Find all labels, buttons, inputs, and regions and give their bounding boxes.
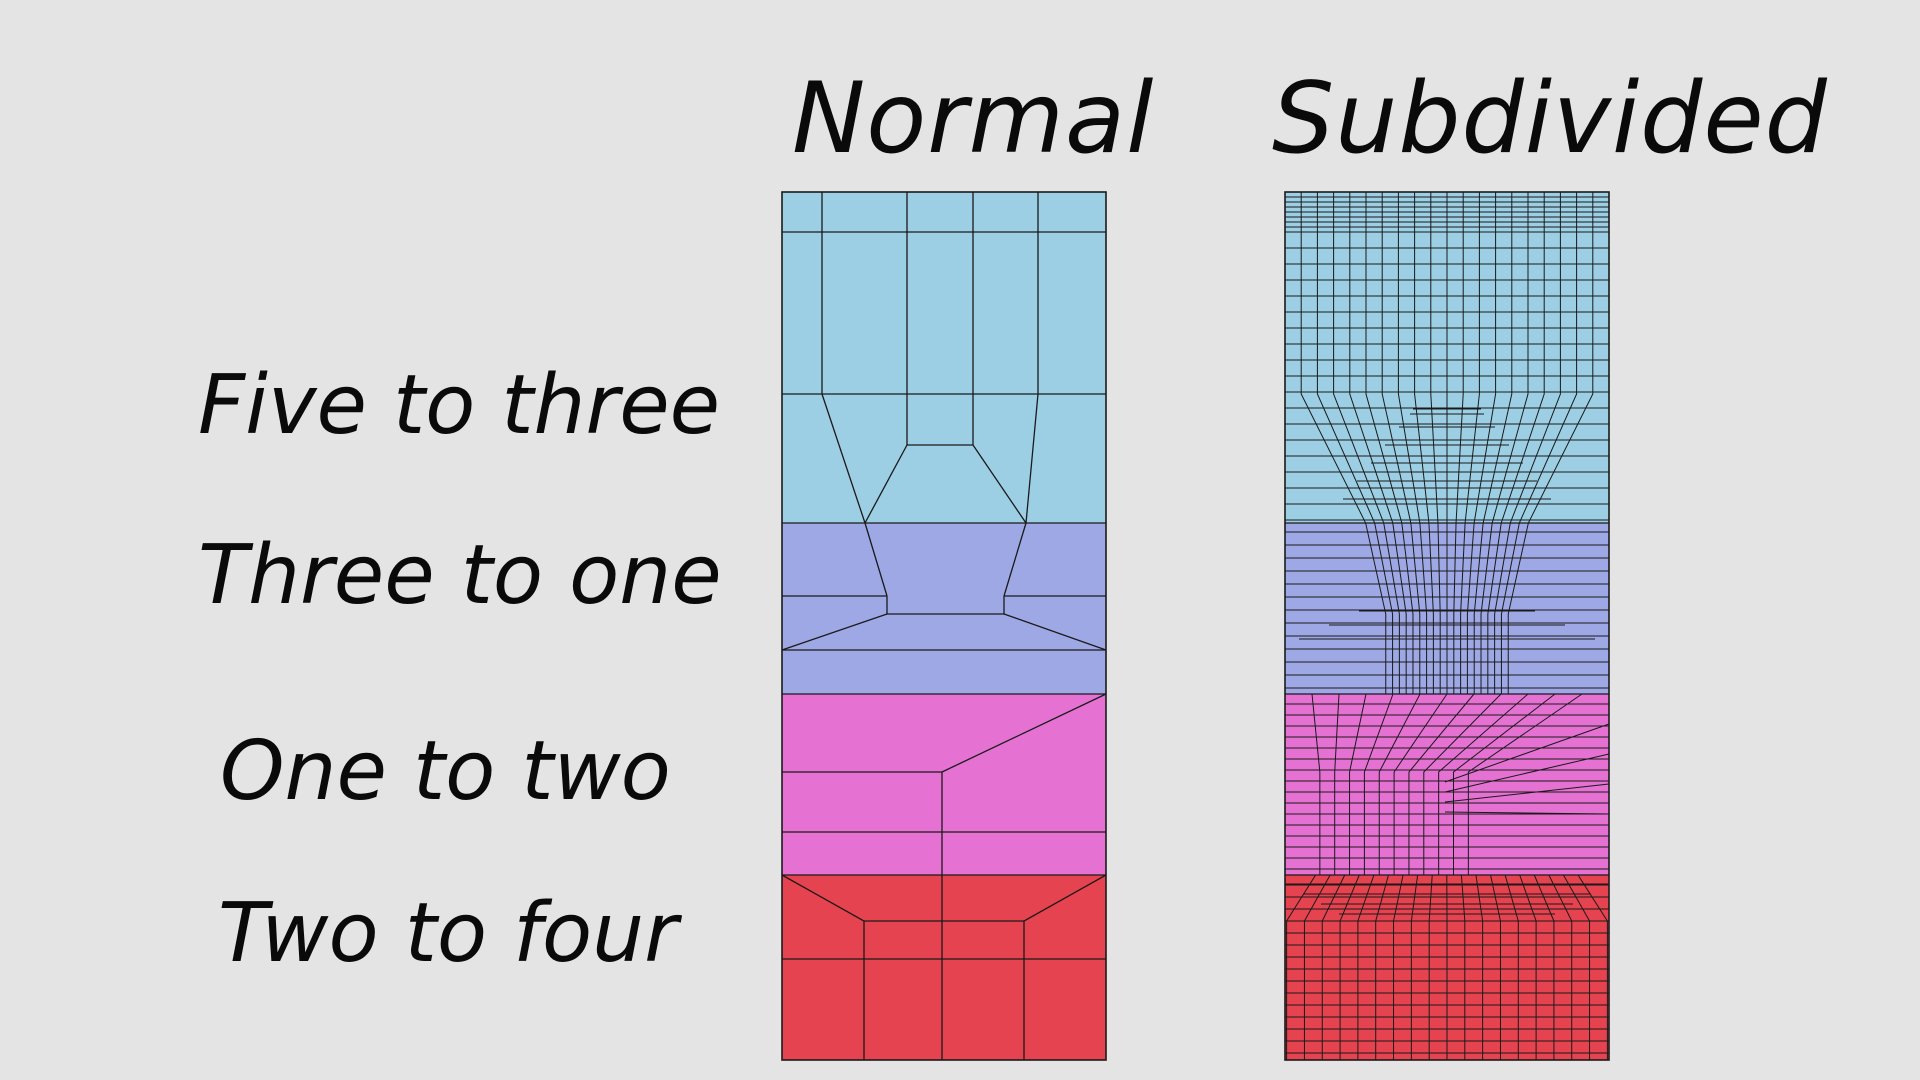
mesh-band-fill — [782, 523, 1106, 694]
mesh-edge — [1303, 874, 1331, 1060]
mesh-edge — [1533, 874, 1555, 1060]
mesh-edge — [1334, 693, 1340, 875]
mesh-edge — [1428, 874, 1433, 1060]
mesh-edge — [1003, 522, 1027, 597]
mesh-edge — [1519, 874, 1537, 1060]
mesh-edge — [1321, 874, 1346, 1060]
mesh-edge — [1438, 693, 1529, 875]
mesh-edge — [1548, 874, 1573, 1060]
mesh-edge — [1444, 753, 1610, 793]
mesh-edge — [1453, 693, 1556, 875]
subdivided-column-title: Subdivided — [1272, 62, 1828, 176]
mesh-band-fill — [1285, 694, 1609, 875]
mesh-band-fill — [782, 192, 1106, 523]
mesh-outline — [1284, 191, 1610, 1061]
mesh-edge — [1460, 874, 1466, 1060]
mesh-edge — [1410, 874, 1419, 1060]
mesh-edge — [1444, 723, 1610, 783]
subdivided-mesh-diagram — [1284, 191, 1610, 1061]
mesh-outline — [781, 191, 1107, 1061]
mesh-edge — [1311, 693, 1321, 875]
mesh-edge — [821, 393, 866, 524]
mesh-edge — [1408, 693, 1475, 875]
row-label-two-to-four: Two to four — [218, 886, 678, 981]
mesh-edge — [1563, 874, 1591, 1060]
mesh-edge — [1490, 874, 1501, 1060]
mesh-edge — [941, 693, 1107, 773]
mesh-edge — [1577, 874, 1608, 1060]
mesh-edge — [864, 522, 888, 597]
mesh-edge — [886, 596, 1005, 615]
mesh-edge — [1444, 783, 1610, 803]
row-label-five-to-three: Five to three — [198, 358, 721, 453]
mesh-edge — [1025, 393, 1039, 524]
mesh-edge — [1423, 693, 1502, 875]
mesh-edge — [1003, 613, 1107, 651]
mesh-edge — [1393, 693, 1448, 875]
mesh-edge — [864, 444, 908, 524]
row-label-three-to-one: Three to one — [198, 528, 722, 623]
mesh-edge — [1475, 874, 1484, 1060]
normal-mesh-diagram — [781, 191, 1107, 1061]
mesh-edge — [1357, 874, 1375, 1060]
mesh-edge — [781, 613, 888, 651]
mesh-edge — [1504, 874, 1519, 1060]
mesh-band-fill — [782, 694, 1106, 875]
mesh-edge — [1375, 874, 1389, 1060]
mesh-edge — [1286, 874, 1317, 1060]
mesh-edge — [1349, 693, 1367, 875]
mesh-edge — [1378, 693, 1421, 875]
mesh-edge — [1444, 811, 1610, 815]
row-label-one-to-two: One to two — [220, 724, 671, 819]
mesh-edge — [906, 394, 974, 446]
normal-column-title: Normal — [792, 62, 1155, 176]
mesh-edge — [1363, 693, 1394, 875]
mesh-edge — [1467, 693, 1583, 875]
mesh-edge — [1339, 874, 1360, 1060]
mesh-edge — [972, 444, 1027, 524]
mesh-edge — [1393, 874, 1404, 1060]
